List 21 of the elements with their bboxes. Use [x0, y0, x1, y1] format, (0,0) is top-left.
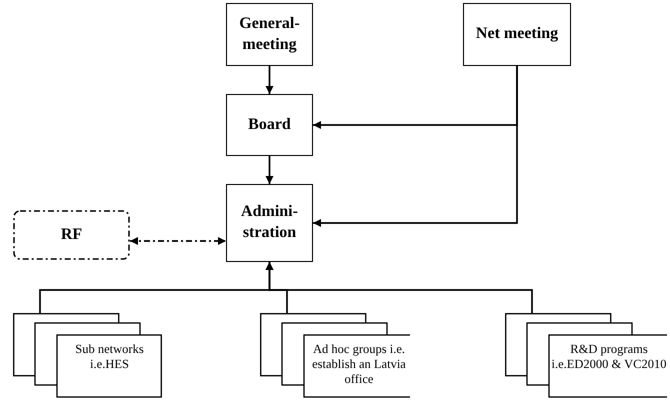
box-label: RF — [60, 224, 82, 245]
stacked-boxes — [260, 313, 410, 398]
arrow — [266, 156, 274, 184]
stacked-boxes — [13, 313, 162, 398]
arrow — [266, 66, 274, 94]
box-label: Board — [248, 114, 291, 135]
box-label: Ad hoc groups i.e. establish an Latvia office — [311, 342, 407, 387]
arrow — [313, 66, 518, 227]
box-label: Net meeting — [476, 24, 558, 44]
box-label: R&D programs i.e.ED2000 & VC2010 — [551, 342, 667, 372]
dashed-box — [13, 210, 130, 260]
process-box — [226, 94, 313, 156]
arrow — [130, 237, 226, 245]
stacked-boxes — [505, 313, 667, 398]
process-box — [226, 3, 313, 66]
box-label: Sub networks i.e.HES — [74, 342, 145, 372]
box-label: Admini-stration — [240, 202, 299, 243]
process-box — [226, 184, 313, 262]
process-box — [463, 3, 571, 66]
box-label: General-meeting — [238, 14, 301, 54]
arrow — [266, 262, 533, 313]
